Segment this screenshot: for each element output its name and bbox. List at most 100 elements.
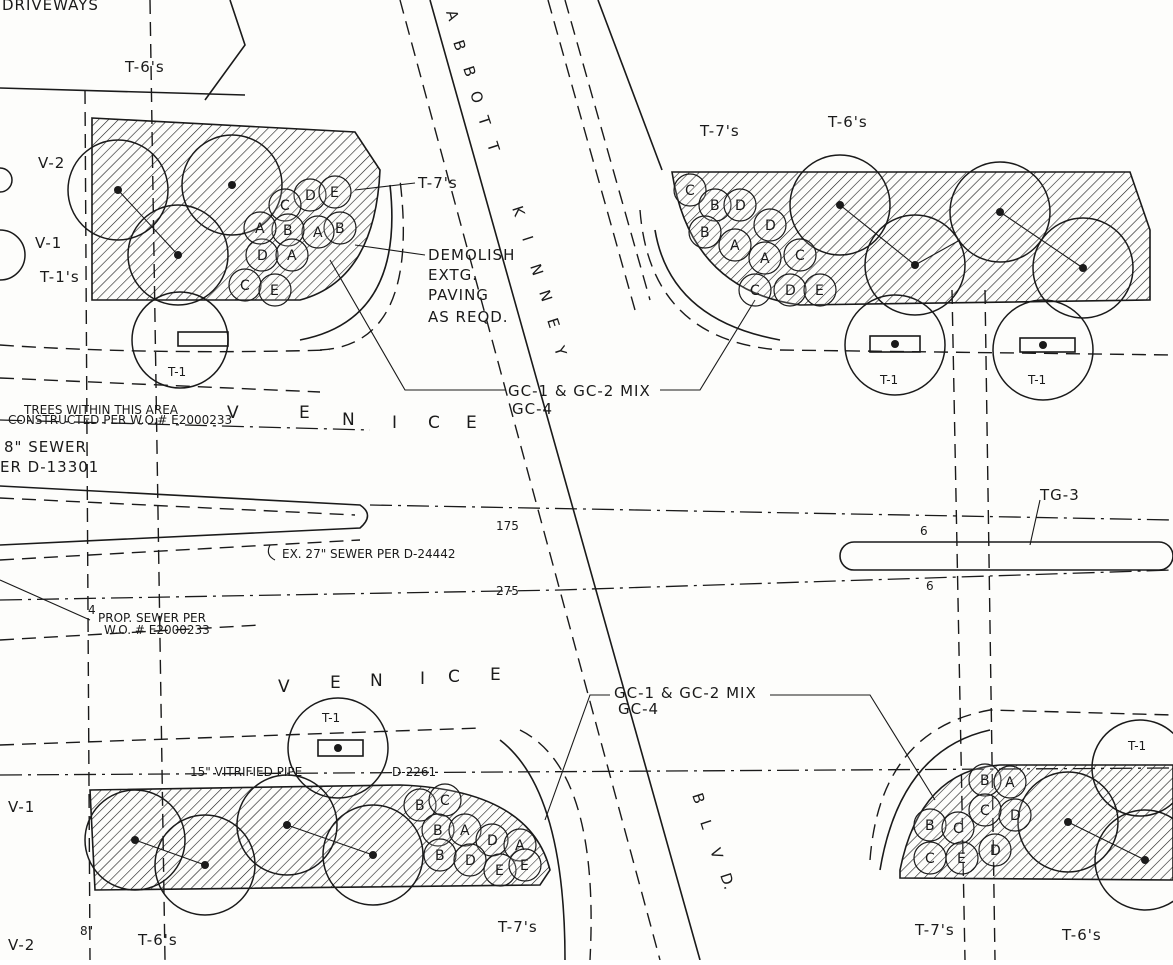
note-ex-sewer: EX. 27" SEWER PER D-24442 <box>282 547 456 561</box>
shrub-circle-sw <box>423 838 457 872</box>
shrub-circle-nw <box>243 211 277 245</box>
note-gc4-upper: GC-4 <box>512 400 553 418</box>
shrub-letter-sw: E <box>520 858 529 874</box>
shrub-letter-sw: B <box>415 798 425 814</box>
shrub-letter-ne: E <box>815 283 824 299</box>
shrub-letter-nw: D <box>257 248 268 264</box>
shrub-circle-ne <box>753 208 787 242</box>
tag-v1-nw: V-1 <box>35 234 62 252</box>
tag-v2-nw: V-2 <box>38 154 65 172</box>
station-175: 175 <box>496 519 519 533</box>
shrub-circle-ne <box>783 238 817 272</box>
shrub-circle-nw <box>275 238 309 272</box>
tree-canopy-t1 <box>844 294 946 396</box>
tree-canopy-t1 <box>287 697 389 799</box>
shrub-circle-se <box>998 798 1032 832</box>
tag-t1-ne2: T-1 <box>1027 373 1046 387</box>
shrub-letter-se: C <box>980 803 990 819</box>
tree-canopy <box>864 214 966 316</box>
shrub-circle-nw <box>245 238 279 272</box>
station-6-lower: 6 <box>926 579 934 593</box>
tree-canopies <box>0 134 1173 916</box>
note-vitrified-pipe: 15" VITRIFIED PIPE <box>190 765 302 779</box>
shrub-circle-ne <box>698 188 732 222</box>
shrub-circle-ne <box>673 173 707 207</box>
shrub-circle-sw <box>483 853 517 887</box>
note-trees-within: TREES WITHIN THIS AREA <box>23 403 179 417</box>
note-d2261: D-2261 <box>392 765 436 779</box>
street-venice-upper-e2: E <box>466 413 486 433</box>
shrub-letter-se: D <box>1010 808 1021 824</box>
shrub-circle-nw <box>228 268 262 302</box>
shrub-letter-ne: C <box>750 283 760 299</box>
tree-canopy <box>181 134 283 236</box>
shrub-letter-se: B <box>980 773 990 789</box>
shrub-circle-se <box>945 841 979 875</box>
note-demolish-4: AS REQD. <box>428 308 509 326</box>
street-venice-lower-i: I <box>420 669 434 689</box>
shrub-letter-nw: B <box>335 221 345 237</box>
note-demolish-1: DEMOLISH <box>428 246 515 264</box>
shrub-letter-sw: C <box>440 793 450 809</box>
tree-canopy <box>1017 771 1119 873</box>
street-venice-upper-e: E <box>299 403 319 423</box>
shrub-letter-ne: C <box>795 248 805 264</box>
abbott-kinney-letter: A <box>442 8 463 24</box>
shrub-circle-ne <box>688 215 722 249</box>
shrub-letter-nw: C <box>240 278 250 294</box>
note-8in-sewer: 8" SEWER <box>4 438 87 456</box>
note-gc-mix-lower: GC-1 & GC-2 MIX <box>614 684 757 702</box>
note-num-4: 4 <box>88 603 96 617</box>
shrub-letter-ne: D <box>785 283 796 299</box>
abbott-kinney-letter: O <box>466 89 487 106</box>
shrub-letter-nw: B <box>283 223 293 239</box>
tree-centers <box>114 181 1149 869</box>
tag-t7s-nw: T-7's <box>417 174 458 192</box>
shrub-letter-ne: D <box>735 198 746 214</box>
note-constructed-per: CONSTRUCTED PER W.O.# E2000233 <box>8 413 232 427</box>
street-venice-upper-n: N <box>342 410 364 430</box>
note-gc-mix-upper: GC-1 & GC-2 MIX <box>508 382 651 400</box>
shrub-circle-ne <box>723 188 757 222</box>
tag-t6s-se: T-6's <box>1061 926 1102 944</box>
tree-canopy <box>1032 217 1134 319</box>
blvd-letter: V <box>706 846 727 862</box>
shrub-circle-nw <box>271 213 305 247</box>
tree-canopy <box>0 229 26 281</box>
tree-canopy <box>1094 809 1173 911</box>
planting-bed-ne <box>671 171 1151 306</box>
tree-canopy <box>236 774 338 876</box>
tree-canopy <box>67 139 169 241</box>
shrub-circle-nw <box>258 273 292 307</box>
tag-t1-se: T-1 <box>1127 739 1146 753</box>
tag-t7s-sw: T-7's <box>497 918 538 936</box>
shrub-letter-ne: A <box>760 251 770 267</box>
shrub-circle-ne <box>718 228 752 262</box>
note-demolish-2: EXTG. <box>428 266 478 284</box>
shrub-circle-nw <box>318 175 352 209</box>
shrub-letter-se: C <box>925 851 935 867</box>
shrub-letter-se: A <box>1005 775 1015 791</box>
note-gc4-lower: GC-4 <box>618 700 659 718</box>
street-venice-lower-c: C <box>448 667 469 687</box>
shrub-circle-ne <box>748 241 782 275</box>
tree-canopy <box>0 167 13 193</box>
street-venice-upper-v: V <box>227 403 248 423</box>
tree-canopy <box>84 789 186 891</box>
shrub-circle-sw <box>421 813 455 847</box>
shrub-letter-sw: D <box>465 853 476 869</box>
shrub-letter-sw: B <box>433 823 443 839</box>
shrub-circle-ne <box>738 273 772 307</box>
shrub-letter-sw: B <box>435 848 445 864</box>
station-6-upper: 6 <box>920 524 928 538</box>
shrub-circle-se <box>941 811 975 845</box>
shrub-letter-nw: C <box>280 198 290 214</box>
shrub-circle-ne <box>773 273 807 307</box>
shrub-letter-nw: E <box>270 283 279 299</box>
shrub-letter-nw: A <box>287 248 297 264</box>
shrub-circle-sw <box>448 813 482 847</box>
shrub-circle-se <box>968 793 1002 827</box>
abbott-kinney-letter: B <box>449 38 469 53</box>
note-demolish-3: PAVING <box>428 286 489 304</box>
